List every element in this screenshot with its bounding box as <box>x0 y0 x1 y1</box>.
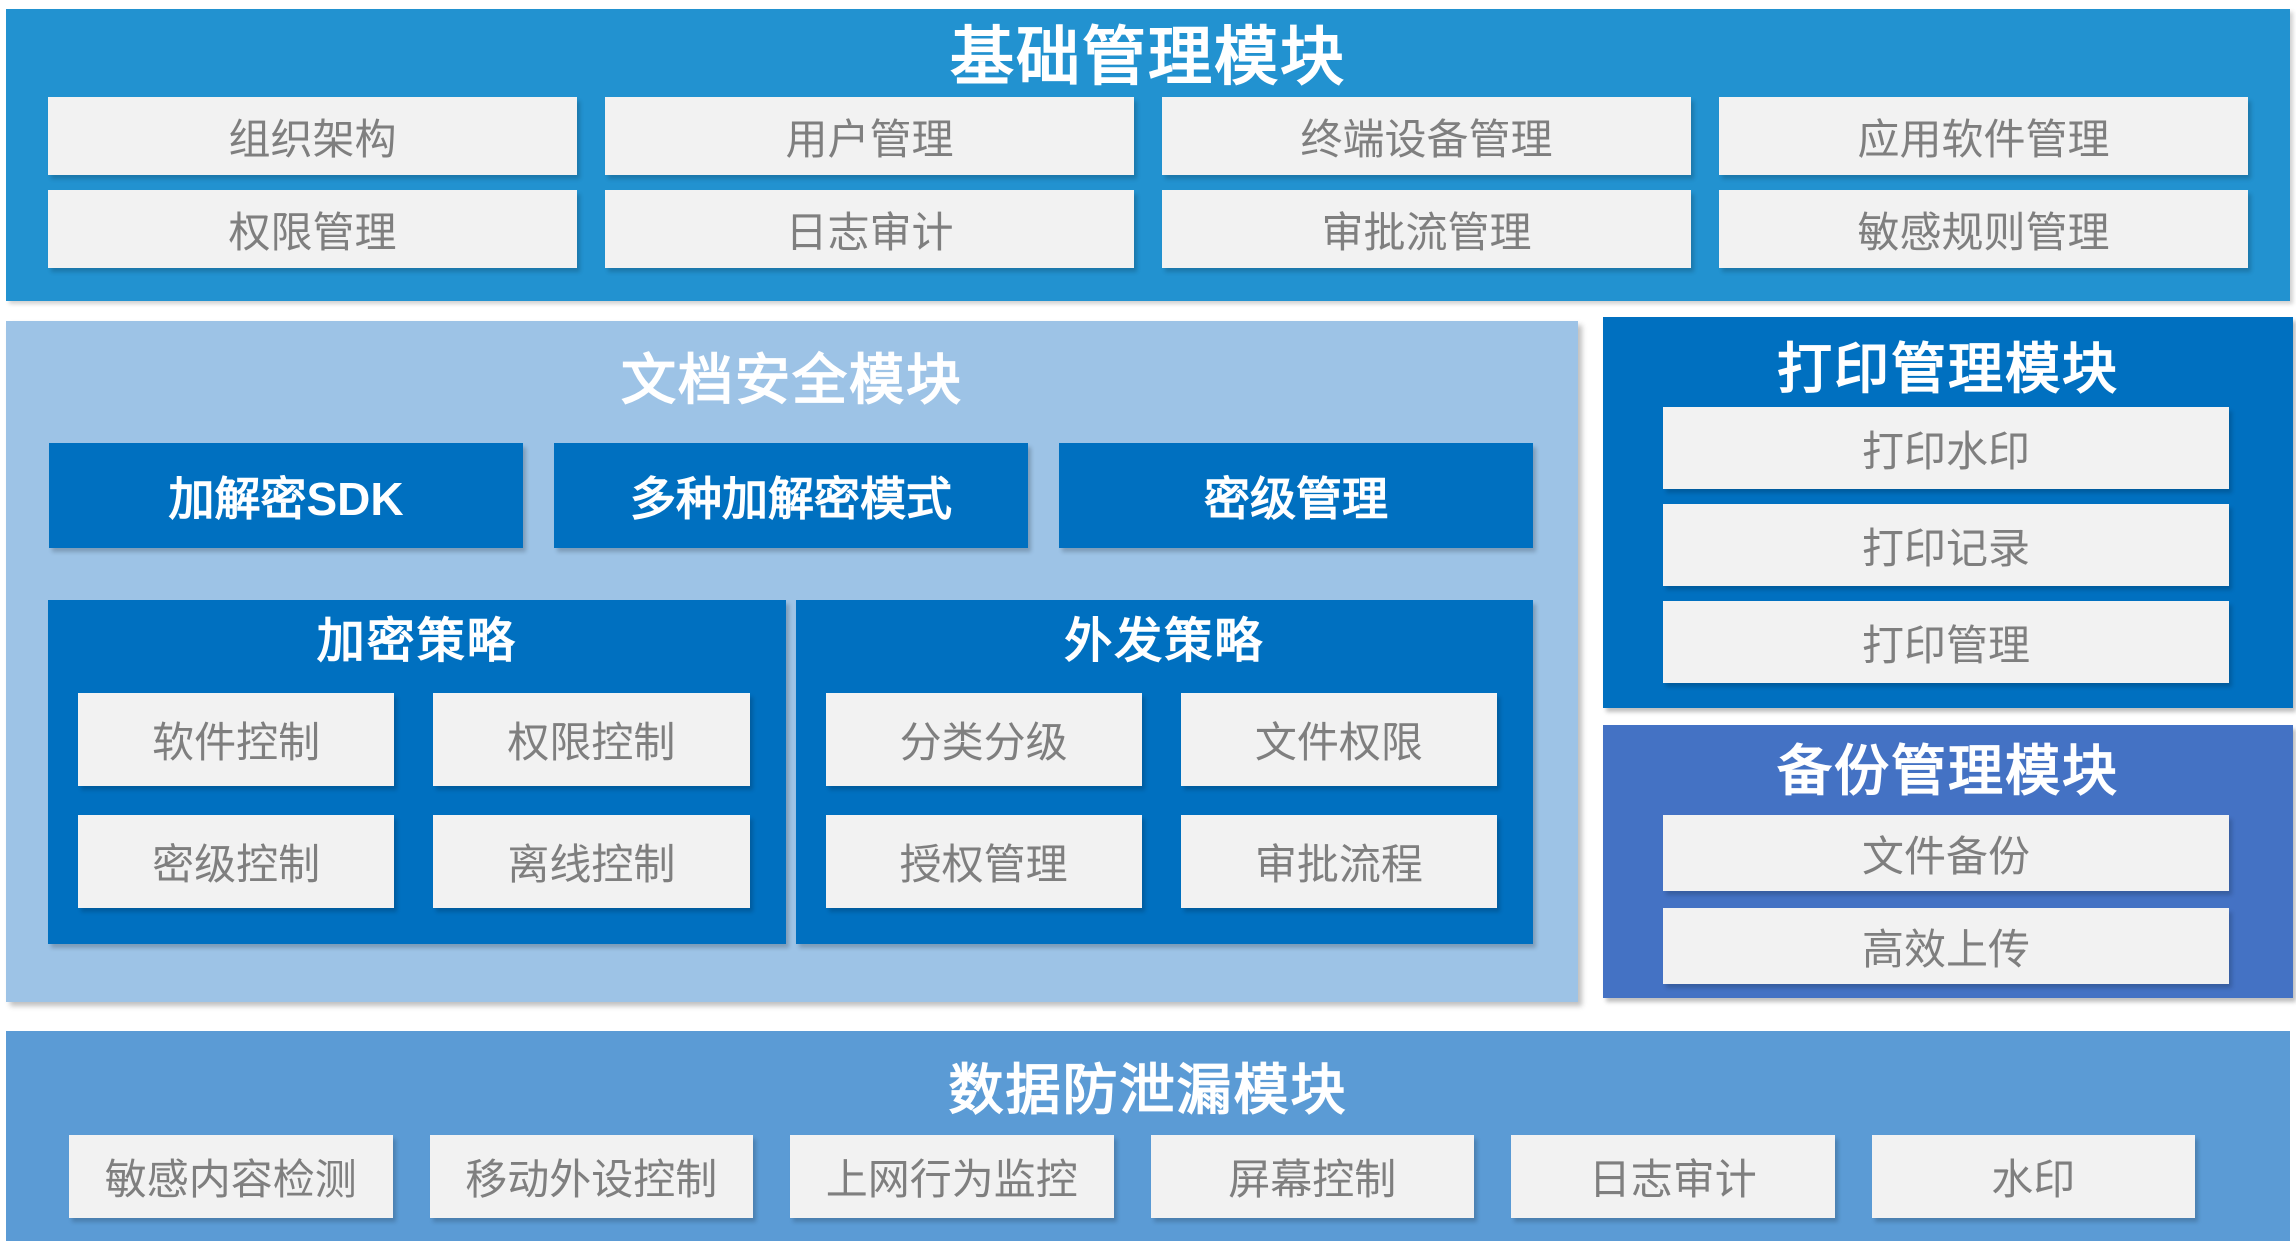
encrypt-policy-title: 加密策略 <box>316 615 517 668</box>
dlp-items-grid: 敏感内容检测 移动外设控制 上网行为监控 屏幕控制 日志审计 水印 <box>69 1135 2195 1218</box>
print-item-watermark: 打印水印 <box>1663 407 2229 489</box>
base-items-grid: 组织架构 用户管理 终端设备管理 应用软件管理 权限管理 日志审计 审批流管理 … <box>48 97 2248 268</box>
dlp-item-watermark: 水印 <box>1871 1135 2195 1218</box>
feature-encrypt-decrypt-sdk: 加解密SDK <box>49 443 523 548</box>
base-management-title: 基础管理模块 <box>950 21 1346 93</box>
print-items-list: 打印水印 打印记录 打印管理 <box>1663 407 2229 683</box>
panel-document-security: 文档安全模块 加解密SDK 多种加解密模式 密级管理 加密策略 软件控制 权限控… <box>6 321 1578 1002</box>
base-item-sensitive-rule-management: 敏感规则管理 <box>1719 190 2248 268</box>
dlp-item-log-audit: 日志审计 <box>1511 1135 1835 1218</box>
document-security-features: 加解密SDK 多种加解密模式 密级管理 <box>49 443 1533 548</box>
document-security-title: 文档安全模块 <box>620 349 963 411</box>
subpanel-outgoing-policy: 外发策略 分类分级 文件权限 授权管理 审批流程 <box>795 600 1533 944</box>
outgoing-item-classify-grade: 分类分级 <box>825 693 1142 786</box>
encrypt-item-software-control: 软件控制 <box>78 693 395 786</box>
outgoing-policy-grid: 分类分级 文件权限 授权管理 审批流程 <box>825 693 1497 908</box>
backup-item-efficient-upload: 高效上传 <box>1663 908 2229 984</box>
dlp-title: 数据防泄漏模块 <box>948 1059 1348 1121</box>
outgoing-policy-title: 外发策略 <box>1064 615 1265 668</box>
dlp-item-web-behavior-monitoring: 上网行为监控 <box>790 1135 1114 1218</box>
backup-items-list: 文件备份 高效上传 <box>1663 815 2229 984</box>
base-item-approval-flow-management: 审批流管理 <box>1162 190 1691 268</box>
base-item-log-audit: 日志审计 <box>605 190 1134 268</box>
backup-management-title: 备份管理模块 <box>1776 740 2119 802</box>
dlp-item-mobile-peripheral-control: 移动外设控制 <box>429 1135 753 1218</box>
outgoing-item-authorization-management: 授权管理 <box>825 815 1142 908</box>
print-item-management: 打印管理 <box>1663 601 2229 683</box>
feature-multi-encrypt-modes: 多种加解密模式 <box>554 443 1028 548</box>
base-item-org-structure: 组织架构 <box>48 97 577 175</box>
encrypt-policy-grid: 软件控制 权限控制 密级控制 离线控制 <box>78 693 750 908</box>
base-item-permission-management: 权限管理 <box>48 190 577 268</box>
encrypt-item-offline-control: 离线控制 <box>433 815 750 908</box>
encrypt-item-classification-control: 密级控制 <box>78 815 395 908</box>
backup-item-file-backup: 文件备份 <box>1663 815 2229 891</box>
outgoing-item-file-permission: 文件权限 <box>1180 693 1497 786</box>
panel-data-leak-prevention: 数据防泄漏模块 敏感内容检测 移动外设控制 上网行为监控 屏幕控制 日志审计 水… <box>6 1031 2290 1241</box>
subpanel-encrypt-policy: 加密策略 软件控制 权限控制 密级控制 离线控制 <box>48 600 786 944</box>
base-item-user-management: 用户管理 <box>605 97 1134 175</box>
dlp-item-screen-control: 屏幕控制 <box>1150 1135 1474 1218</box>
panel-print-management: 打印管理模块 打印水印 打印记录 打印管理 <box>1603 317 2293 708</box>
panel-base-management: 基础管理模块 组织架构 用户管理 终端设备管理 应用软件管理 权限管理 日志审计… <box>6 9 2290 301</box>
dlp-item-sensitive-content-detection: 敏感内容检测 <box>69 1135 393 1218</box>
panel-backup-management: 备份管理模块 文件备份 高效上传 <box>1603 725 2293 998</box>
base-item-terminal-device-management: 终端设备管理 <box>1162 97 1691 175</box>
print-management-title: 打印管理模块 <box>1776 338 2119 400</box>
base-item-app-software-management: 应用软件管理 <box>1719 97 2248 175</box>
encrypt-item-permission-control: 权限控制 <box>433 693 750 786</box>
feature-classification-management: 密级管理 <box>1059 443 1533 548</box>
outgoing-item-approval-process: 审批流程 <box>1180 815 1497 908</box>
print-item-record: 打印记录 <box>1663 504 2229 586</box>
document-security-subpanels: 加密策略 软件控制 权限控制 密级控制 离线控制 外发策略 分类分级 文件权限 … <box>48 600 1533 944</box>
